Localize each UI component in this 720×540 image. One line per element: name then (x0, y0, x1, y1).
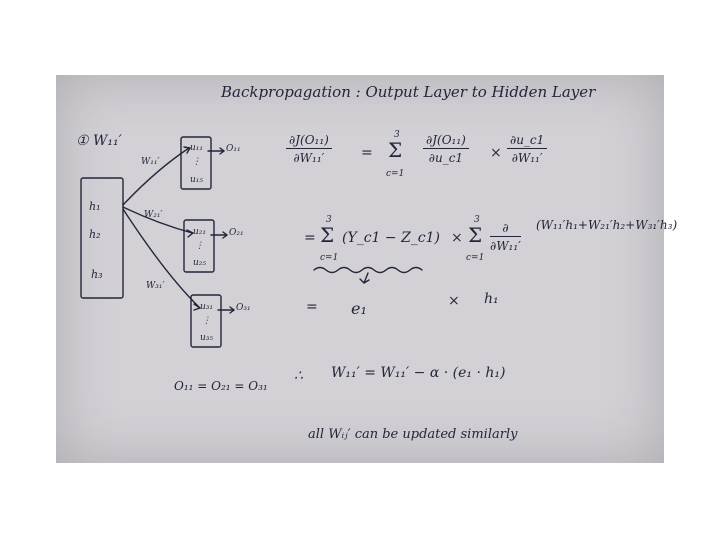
edge-w31 (122, 208, 200, 308)
error-term: (Y_c1 − Z_c1) (342, 230, 441, 246)
edge-w21 (122, 206, 193, 234)
note-number: ① (76, 133, 89, 149)
equals-sign-3: = (306, 299, 318, 315)
partial-numerator: ∂ (490, 221, 521, 237)
output-box-1 (180, 136, 212, 190)
sum-lower-3: c=1 (466, 253, 485, 263)
edge-label-w31: W₃₁′ (146, 281, 165, 291)
output-box-3 (190, 294, 222, 348)
fraction-dJ-du-numerator: ∂J(O₁₁) (423, 133, 469, 149)
times-sign-3: × (448, 293, 460, 309)
out-arrow-3 (217, 306, 236, 314)
lhs-numerator: ∂J(O₁₁) (286, 133, 332, 149)
notebook-page: Backpropagation : Output Layer to Hidden… (56, 75, 677, 463)
sum-sigma-3: Σ (468, 223, 483, 247)
arrowhead-3 (193, 303, 202, 311)
hidden-layer-box (80, 177, 124, 299)
equals-sign-1: = (361, 145, 373, 161)
out-arrow-1 (207, 147, 226, 155)
sum-lower-2: c=1 (320, 253, 339, 263)
lhs-fraction: ∂J(O₁₁) ∂W₁₁′ (286, 133, 332, 165)
fraction-du-dw-numerator: ∂u_c1 (507, 133, 548, 149)
hidden-h1: h₁ (484, 291, 499, 307)
footer-note: all Wᵢⱼ′ can be updated similarly (308, 427, 518, 442)
edge-label-w11: W₁₁′ (141, 157, 160, 167)
note-weight: W₁₁′ (93, 133, 122, 149)
hidden-node-h3: h₃ (91, 268, 103, 281)
partial-fraction: ∂ ∂W₁₁′ (490, 221, 521, 253)
arrowhead-1 (183, 146, 192, 154)
sum-sigma-2: Σ (320, 223, 335, 247)
sum-upper-2: 3 (326, 215, 332, 225)
output-unit-bottom-1: u₁₅ (190, 175, 204, 185)
output-unit-bottom-3: u₃₅ (200, 333, 214, 343)
fraction-du-dw-denominator: ∂W₁₁′ (511, 151, 543, 165)
output-unit-dots-2: ⋮ (195, 241, 204, 251)
edge-w11 (122, 147, 190, 206)
output-unit-dots-3: ⋮ (202, 316, 211, 326)
output-label-3: O₃₁ (236, 303, 251, 313)
times-sign-1: × (490, 145, 502, 161)
sum-sigma-1: Σ (388, 138, 403, 162)
page-title: Backpropagation : Output Layer to Hidden… (221, 83, 596, 101)
output-box-2 (183, 219, 215, 273)
output-equality: O₁₁ = O₂₁ = O₃₁ (174, 379, 268, 393)
note-label: ① W₁₁′ (76, 133, 122, 149)
hidden-node-h1: h₁ (89, 200, 101, 213)
sum-lower-1: c=1 (386, 169, 405, 179)
output-unit-dots-1: ⋮ (192, 157, 201, 167)
therefore-symbol: ∴ (294, 368, 303, 384)
out-arrow-2 (210, 231, 229, 239)
output-label-2: O₂₁ (229, 228, 244, 238)
fraction-dJ-du: ∂J(O₁₁) ∂u_c1 (423, 133, 469, 165)
output-unit-bottom-2: u₂₅ (193, 258, 207, 268)
sum-upper-3: 3 (474, 215, 480, 225)
sum-upper-1: 3 (394, 130, 400, 140)
lhs-denominator: ∂W₁₁′ (293, 151, 325, 165)
wavy-arrow (359, 272, 370, 284)
output-unit-top-2: u₂₁ (193, 227, 207, 237)
equals-sign-2: = (304, 230, 316, 246)
fraction-du-dw: ∂u_c1 ∂W₁₁′ (507, 133, 548, 165)
output-unit-top-1: u₁₁ (190, 143, 204, 153)
error-e1: e₁ (351, 299, 367, 318)
edge-label-w21: W₂₁′ (144, 210, 163, 220)
times-sign-2: × (451, 230, 463, 246)
wavy-underline (313, 266, 423, 274)
arrowhead-2 (186, 229, 195, 238)
output-label-1: O₁₁ (226, 144, 241, 154)
partial-denominator: ∂W₁₁′ (490, 239, 521, 253)
fraction-dJ-du-denominator: ∂u_c1 (428, 151, 464, 165)
diagram-strokes (80, 136, 423, 348)
weighted-sum: (W₁₁′h₁+W₂₁′h₂+W₃₁′h₃) (536, 218, 678, 232)
hidden-node-h2: h₂ (89, 228, 101, 241)
output-unit-top-3: u₃₁ (200, 302, 214, 312)
update-rule: W₁₁′ = W₁₁′ − α · (e₁ · h₁) (331, 365, 506, 381)
